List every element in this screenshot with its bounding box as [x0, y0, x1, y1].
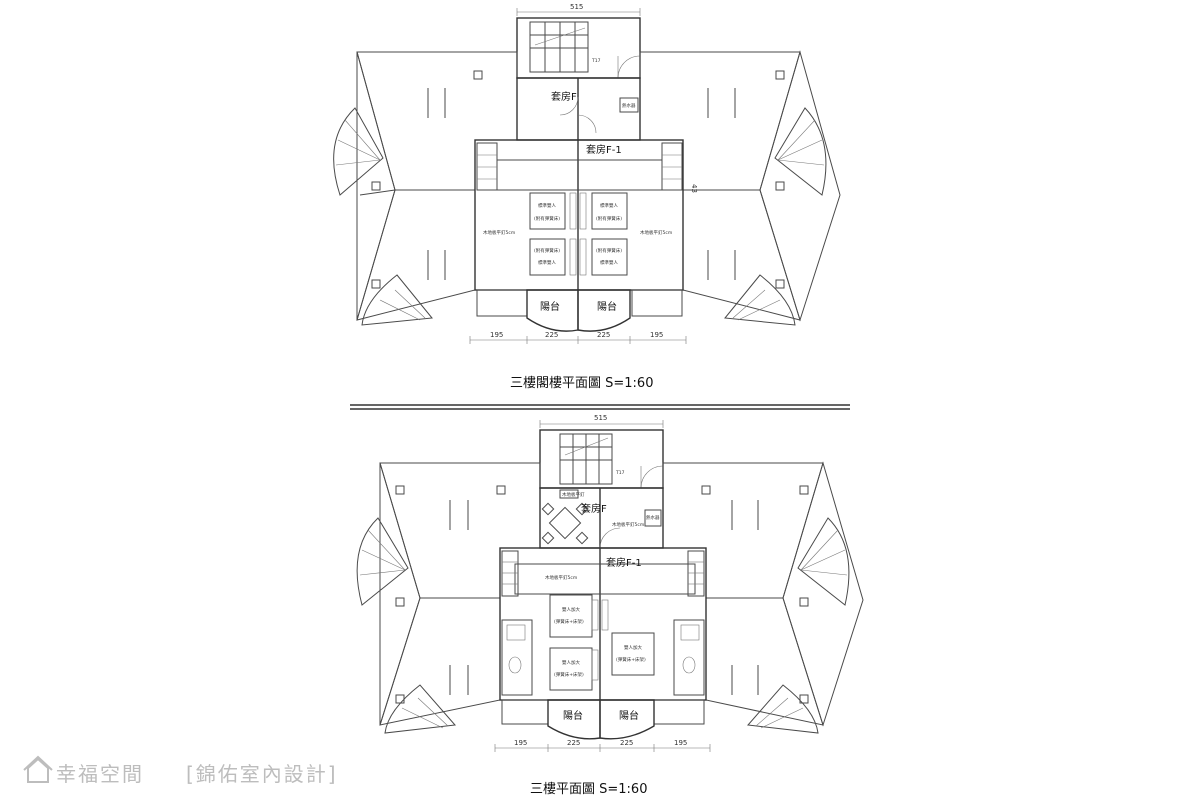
upper-balcony-right: 陽台 [597, 300, 617, 313]
watermark-brand: 幸福空間 [56, 762, 144, 786]
lower-room-f-label: 套房F [581, 502, 607, 515]
lower-bed-lt-l2: (彈簧床+床架) [554, 618, 584, 625]
upper-dim-1: 195 [490, 331, 503, 339]
lower-dim-3: 225 [620, 739, 633, 747]
watermark: 幸福空間 [錦佑室內設計] [23, 755, 338, 786]
lower-bed-lb-l1: 雙人加大 [562, 659, 580, 666]
upper-dim-3: 225 [597, 331, 610, 339]
upper-bed-lt-l1: 標準雙人 [538, 202, 556, 209]
lower-dim-1: 195 [514, 739, 527, 747]
upper-stair-label: T17 [591, 58, 601, 64]
lower-floor-plan: 515 T17 [356, 414, 864, 797]
upper-room-f1-label: 套房F-1 [586, 143, 622, 156]
lower-floor-note-1: 木地板平釘 [562, 491, 585, 498]
upper-side-dim: 43 [690, 184, 698, 193]
watermark-designer: [錦佑室內設計] [186, 762, 338, 786]
lower-balcony-right: 陽台 [619, 709, 639, 722]
lower-stair-label: T17 [615, 470, 625, 476]
upper-dim-2: 225 [545, 331, 558, 339]
upper-top-dimension: 515 [570, 3, 583, 11]
lower-dim-4: 195 [674, 739, 687, 747]
upper-room-f-label: 套房F [551, 90, 577, 103]
upper-bed-lb-l2: 標準雙人 [538, 259, 556, 266]
lower-bed-lb-l2: (彈簧床+床架) [554, 671, 584, 678]
upper-bed-rb-l2: 標準雙人 [600, 259, 618, 266]
lower-room-f1-label: 套房F-1 [606, 556, 642, 569]
lower-balcony-left: 陽台 [563, 709, 583, 722]
upper-floor-plan: 515 T17 [333, 3, 841, 391]
lower-bed-r-l1: 雙人加大 [624, 644, 642, 651]
lower-bed-r-l2: (彈簧床+床架) [616, 656, 646, 663]
upper-bed-rt-l1: 標準雙人 [600, 202, 618, 209]
upper-water-heater: 熱水器 [622, 102, 636, 109]
lower-floor-note-2: 木地板平釘5cm [612, 521, 644, 528]
upper-balcony-left: 陽台 [540, 300, 560, 313]
upper-bed-rt-l2: (附有彈簧床) [596, 215, 622, 222]
upper-bed-rb-l1: (附有彈簧床) [596, 247, 622, 254]
lower-plan-title: 三樓平面圖 S=1:60 [530, 782, 647, 797]
lower-top-dimension: 515 [594, 414, 607, 422]
upper-bed-lt-l2: (附有彈簧床) [534, 215, 560, 222]
upper-dim-4: 195 [650, 331, 663, 339]
lower-water-heater: 熱水器 [646, 514, 660, 521]
upper-floor-note-left: 木地板平釘5cm [483, 229, 515, 236]
upper-plan-title: 三樓閣樓平面圖 S=1:60 [510, 376, 653, 391]
dining-set-icon [541, 502, 589, 545]
lower-floor-note-3: 木地板平釘5cm [545, 574, 577, 581]
home-logo-icon [23, 755, 53, 783]
upper-floor-note-right: 木地板平釘5cm [640, 229, 672, 236]
lower-bed-lt-l1: 雙人加大 [562, 606, 580, 613]
lower-dim-2: 225 [567, 739, 580, 747]
upper-bed-lb-l1: (附有彈簧床) [534, 247, 560, 254]
